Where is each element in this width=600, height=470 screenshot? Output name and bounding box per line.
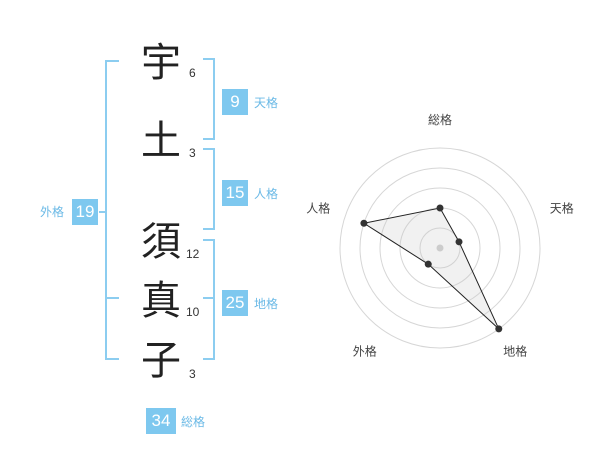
stroke-count-2: 3 <box>189 146 196 160</box>
radar-grid-ring <box>359 167 521 329</box>
stroke-count-4: 10 <box>186 305 200 319</box>
soukaku-value-badge: 34 <box>146 408 176 434</box>
gaikaku-bracket-split <box>105 297 119 299</box>
stroke-count-1: 6 <box>189 66 196 80</box>
soukaku-label: 総格 <box>181 415 206 429</box>
radar-data-point <box>360 219 368 227</box>
radar-axis-label: 外格 <box>353 344 377 359</box>
stroke-count-5: 3 <box>189 367 196 381</box>
name-char-5: 子 <box>141 338 181 384</box>
gaikaku-bracket <box>105 60 119 360</box>
name-char-1: 宇 <box>141 40 181 86</box>
radar-data-point <box>436 204 444 212</box>
tenkaku-value-badge: 9 <box>222 89 248 115</box>
gaikaku-label: 外格 <box>40 205 65 219</box>
radar-axis-label: 地格 <box>503 344 527 359</box>
gaikaku-value-badge: 19 <box>72 199 98 225</box>
jinkaku-bracket <box>203 148 215 230</box>
radar-axis-label: 人格 <box>306 200 330 215</box>
name-char-4: 真 <box>141 278 181 324</box>
chikaku-bracket <box>203 239 215 360</box>
jinkaku-label: 人格 <box>254 187 279 201</box>
chikaku-bracket-split <box>203 297 215 299</box>
radar-data-point <box>455 238 463 246</box>
radar-axis-label: 総格 <box>428 112 452 127</box>
chikaku-label: 地格 <box>254 297 279 311</box>
name-char-3: 須 <box>141 219 181 265</box>
gaikaku-connector <box>99 211 107 213</box>
name-char-2: 土 <box>141 118 181 164</box>
radar-axis-label: 天格 <box>550 200 574 215</box>
radar-grid-ring <box>379 187 501 309</box>
tenkaku-label: 天格 <box>254 96 279 110</box>
chikaku-value-badge: 25 <box>222 290 248 316</box>
radar-data-point <box>495 325 503 333</box>
stroke-count-3: 12 <box>186 247 200 261</box>
jinkaku-value-badge: 15 <box>222 180 248 206</box>
radar-grid-ring <box>339 147 541 349</box>
radar-center-dot <box>436 244 444 252</box>
radar-data-point <box>424 260 432 268</box>
tenkaku-bracket <box>203 58 215 140</box>
radar-grid-ring <box>419 227 461 269</box>
radar-data-polygon <box>362 207 500 330</box>
